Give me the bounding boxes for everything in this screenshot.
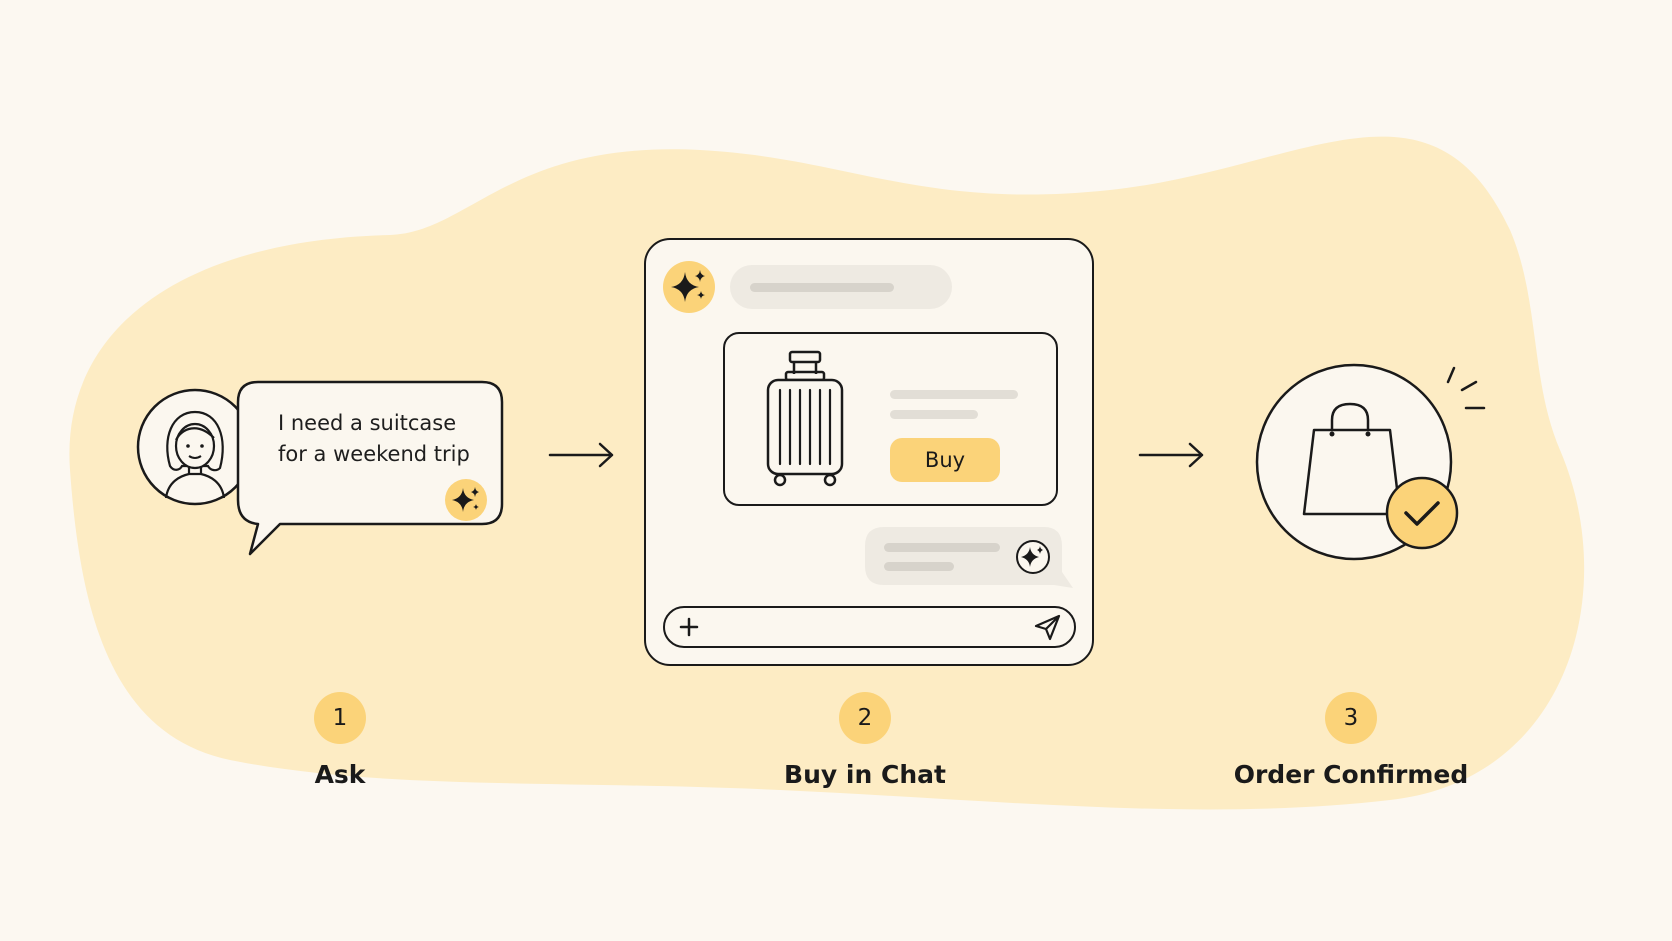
reply-placeholder-line	[884, 543, 1000, 552]
step-number-badge: 2	[839, 692, 891, 744]
ask-message-text: I need a suitcase for a weekend trip	[278, 411, 470, 466]
ai-message-placeholder-line	[750, 283, 894, 292]
sparkle-burst-icon	[1446, 366, 1486, 410]
sparkle-icon	[663, 261, 715, 313]
woman-avatar-icon	[136, 388, 254, 506]
shopping-bag-icon	[1302, 402, 1402, 516]
reply-message-bubble	[865, 527, 1073, 588]
arrow-right-icon	[548, 442, 614, 468]
step-number-badge: 3	[1325, 692, 1377, 744]
plus-icon[interactable]	[676, 614, 702, 640]
arrow-right-icon	[1138, 442, 1204, 468]
reply-placeholder-line	[884, 562, 954, 571]
step-label-ask: Ask	[314, 760, 366, 789]
ask-speech-bubble	[236, 380, 504, 556]
sparkle-icon	[445, 479, 487, 521]
product-price-placeholder	[890, 410, 978, 419]
sparkle-icon	[1016, 540, 1050, 574]
chat-input-bar[interactable]	[663, 606, 1076, 648]
send-icon[interactable]	[1032, 612, 1062, 642]
step-number-badge: 1	[314, 692, 366, 744]
product-title-placeholder	[890, 390, 1018, 399]
step-label-buy-in-chat: Buy in Chat	[784, 760, 946, 789]
step-label-order-confirmed: Order Confirmed	[1233, 760, 1469, 789]
buy-button[interactable]: Buy	[890, 438, 1000, 482]
checkmark-icon	[1385, 476, 1459, 550]
suitcase-icon	[766, 350, 844, 487]
